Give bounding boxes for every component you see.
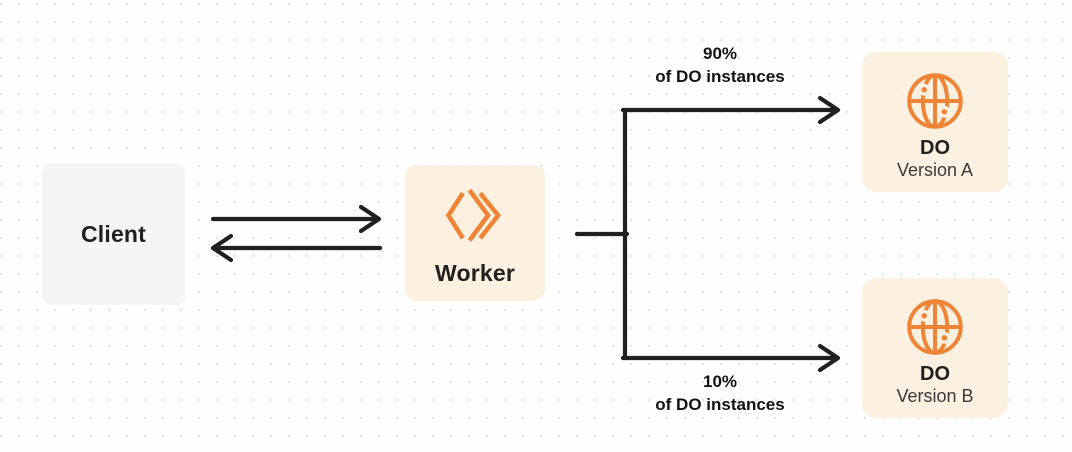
worker-label: Worker: [434, 259, 516, 286]
globe-icon: [907, 299, 963, 355]
worker-to-client-arrow: [210, 233, 383, 263]
route-label-bottom: 10% of DO instances: [600, 370, 840, 416]
route-caption-top: of DO instances: [655, 67, 785, 86]
branch-arrow-version-a: [620, 95, 841, 125]
route-percent-bottom: 10%: [702, 372, 738, 391]
route-caption-bottom: of DO instances: [655, 395, 785, 414]
do-version-b-node: DO Version B: [862, 278, 1008, 418]
cloudflare-workers-icon: [445, 188, 502, 242]
do-title: DO: [920, 362, 950, 385]
worker-node: Worker: [405, 165, 545, 301]
client-to-worker-arrow: [210, 204, 382, 234]
globe-icon: [907, 73, 963, 129]
route-label-top: 90% of DO instances: [600, 42, 840, 88]
route-percent-top: 90%: [702, 44, 738, 63]
do-subtitle: Version A: [896, 159, 974, 180]
do-title: DO: [920, 136, 950, 159]
client-label: Client: [80, 220, 147, 247]
branch-arrow-version-b: [620, 343, 841, 373]
do-subtitle: Version B: [896, 385, 974, 406]
do-version-a-node: DO Version A: [862, 52, 1008, 192]
client-node: Client: [42, 163, 185, 305]
